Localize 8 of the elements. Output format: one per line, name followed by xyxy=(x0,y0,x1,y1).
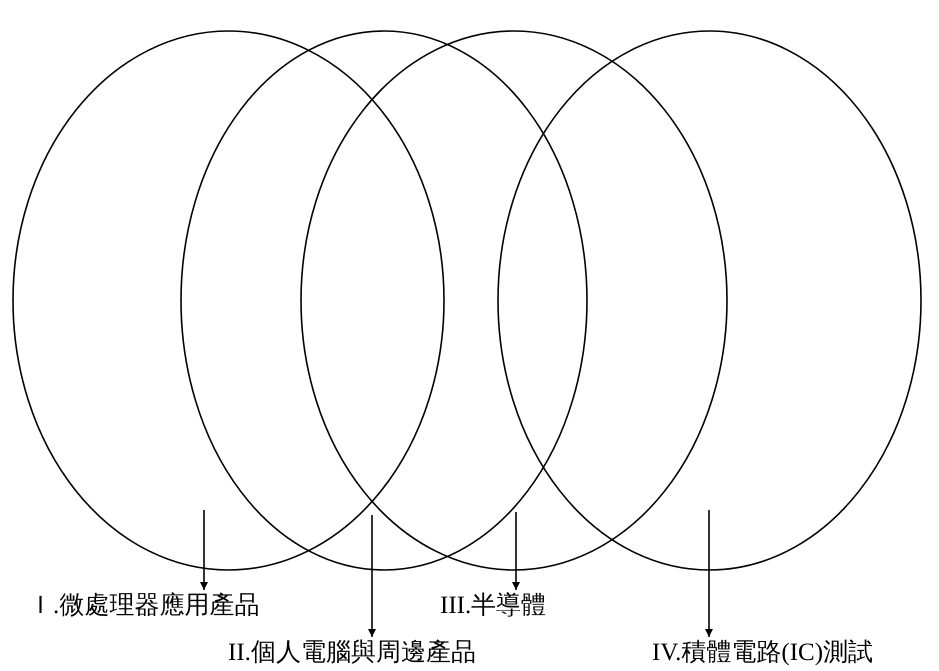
category-label: Ｉ.微處理器應用產品 xyxy=(28,591,260,621)
category-label: IV.積體電路(IC)測試 xyxy=(652,638,874,668)
arrow xyxy=(705,510,713,637)
arrow xyxy=(512,512,520,590)
category-label: II.個人電腦與周邊產品 xyxy=(228,638,476,668)
arrow xyxy=(368,515,376,637)
arrow xyxy=(200,510,208,590)
category-label: III.半導體 xyxy=(440,591,546,621)
